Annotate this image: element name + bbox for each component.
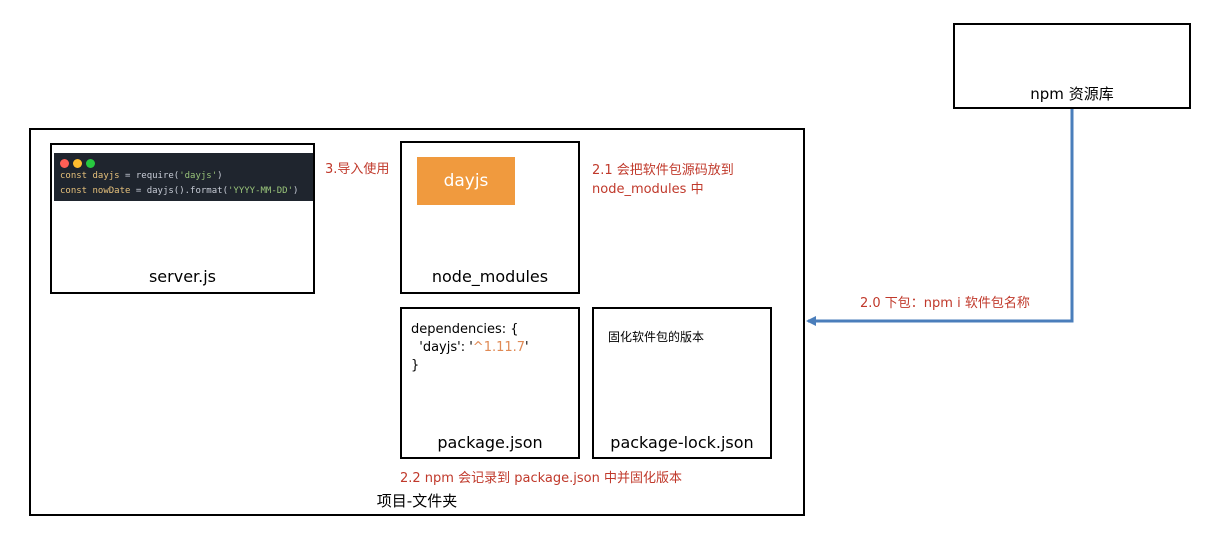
node-modules-box: dayjs node_modules [400, 141, 580, 294]
code-line-1: const dayjs = require('dayjs') [60, 171, 223, 181]
minimize-dot-icon [73, 158, 82, 168]
window-controls [60, 157, 307, 169]
package-json-content: dependencies: { 'dayjs': '^1.11.7' } [411, 322, 529, 373]
server-js-label: server.js [148, 267, 217, 286]
record-note: 2.2 npm 会记录到 package.json 中并固化版本 [400, 471, 682, 486]
project-folder-label: 项目-文件夹 [376, 492, 458, 510]
import-note: 3.导入使用 [325, 162, 390, 177]
package-lock-label: package-lock.json [610, 433, 754, 452]
server-js-box: const dayjs = require('dayjs') const now… [50, 143, 315, 294]
install-note-line1: 2.1 会把软件包源码放到 [592, 163, 734, 178]
install-note-line2: node_modules 中 [592, 182, 704, 197]
npm-registry-box: npm 资源库 [953, 23, 1191, 109]
package-json-label: package.json [437, 433, 543, 452]
download-arrow [806, 108, 1074, 326]
code-line-2: const nowDate = dayjs().format('YYYY-MM-… [60, 186, 299, 196]
npm-registry-label: npm 资源库 [1030, 85, 1114, 103]
download-note: 2.0 下包：npm i 软件包名称 [860, 296, 1030, 311]
package-json-box: dependencies: { 'dayjs': '^1.11.7' } pac… [400, 307, 580, 459]
close-dot-icon [60, 158, 69, 168]
maximize-dot-icon [86, 158, 95, 168]
code-window: const dayjs = require('dayjs') const now… [54, 153, 313, 201]
node-modules-label: node_modules [431, 267, 549, 286]
package-lock-box: 固化软件包的版本 package-lock.json [592, 307, 772, 459]
dayjs-package: dayjs [417, 157, 515, 205]
package-lock-content: 固化软件包的版本 [608, 330, 705, 344]
